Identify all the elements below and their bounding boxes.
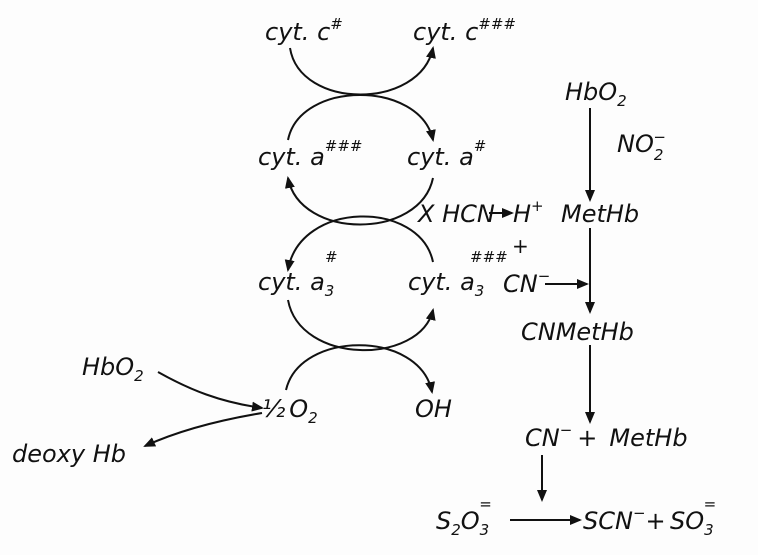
plus-mark: + xyxy=(512,234,529,258)
cyanide-methb-label: CN−+MetHb xyxy=(525,421,688,452)
cytc-oxidized-label: cyt. c### xyxy=(413,15,516,46)
hbo2-to-o2-arrow xyxy=(157,371,264,412)
deoxy-hb-label: deoxy Hb xyxy=(12,440,126,468)
cyta-reduced-label: cyt. a# xyxy=(407,137,486,171)
cyta-oxidized-label: cyt. a### xyxy=(258,137,363,171)
cyta3-upper-arc xyxy=(284,215,434,272)
o2-to-deoxyhb-arrow xyxy=(143,412,263,447)
cyta3-oxidized-label: cyt. a3 xyxy=(408,268,484,300)
thiosulfate-label: S2O3= xyxy=(436,495,492,539)
oh-label: OH xyxy=(415,395,452,423)
hplus-label: H+ xyxy=(513,197,544,228)
sulfite-label: SO3= xyxy=(670,495,716,539)
cyta-upper-arc xyxy=(287,94,436,142)
cnmethb-label: CNMetHb xyxy=(521,318,634,346)
cyta3-lower-arc xyxy=(287,299,436,351)
nitrite-label: NO2− xyxy=(617,128,666,164)
cyta3-reduced-mark: # xyxy=(325,248,338,266)
cyta3-reduced-label: cyt. a3 xyxy=(258,268,334,300)
cyanide-ion-label: CN− xyxy=(503,267,550,298)
xhcn-label: X HCN xyxy=(416,200,495,228)
cytc-to-cyta-arc xyxy=(289,46,436,96)
o2-to-oh-arc xyxy=(285,344,435,394)
cyta3-oxidized-mark: ### xyxy=(470,248,508,266)
hbo2-left-label: HbO2 xyxy=(82,353,144,385)
methb-label: MetHb xyxy=(561,200,639,228)
cytc-reduced-label: cyt. c# xyxy=(265,15,343,46)
thiocyanate-label: SCN−+ xyxy=(583,504,666,535)
cyta-lower-arc xyxy=(285,176,434,226)
hbo2-right-label: HbO2 xyxy=(565,78,627,110)
